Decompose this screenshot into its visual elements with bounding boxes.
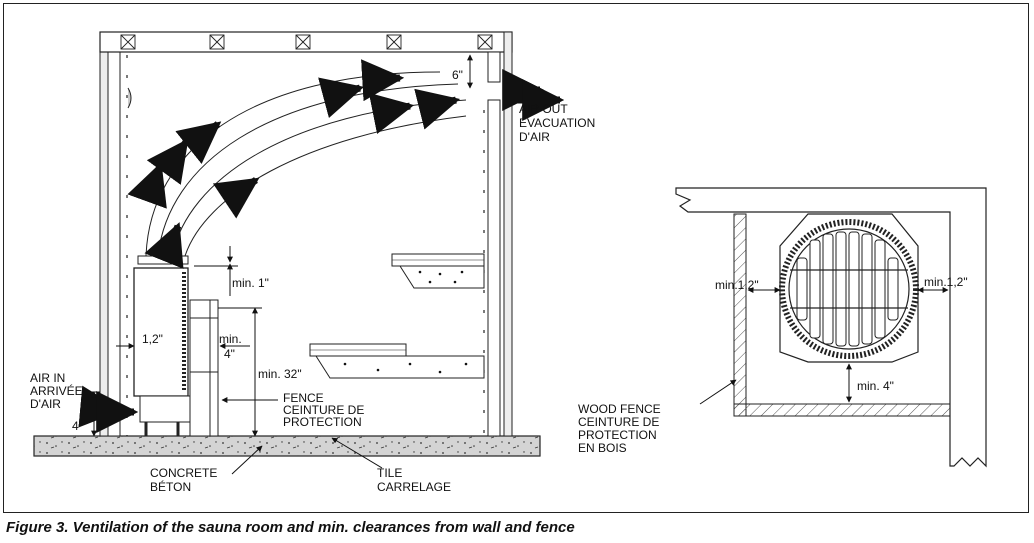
fence-gap-label-2: 4"	[224, 347, 235, 361]
air-in-label-3: D'AIR	[30, 397, 61, 411]
airflow-lines	[145, 71, 467, 257]
wood-fence-label-4: EN BOIS	[578, 441, 627, 455]
wood-fence-label-1: WOOD FENCE	[578, 402, 661, 416]
fence-gap-label-1: min.	[219, 332, 242, 346]
fence-label-3: PROTECTION	[283, 415, 362, 429]
air-out-label-2: ÉVACUATION	[519, 115, 595, 130]
lower-bench	[309, 343, 485, 379]
bottom-label: min. 4"	[857, 379, 894, 393]
tile-label-2: CARRELAGE	[377, 480, 451, 494]
air-out-label-1: AIR OUT	[519, 102, 568, 116]
fence	[189, 299, 219, 437]
heater-plan	[779, 213, 919, 363]
top-clearance-label: min. 1"	[232, 276, 269, 290]
airflow-arrows	[78, 59, 565, 433]
wood-fence-label-3: PROTECTION	[578, 428, 657, 442]
height-label: min. 32"	[258, 367, 302, 381]
plan-wood-fence-left	[733, 213, 747, 417]
right-wall	[503, 31, 513, 105]
side-gap-label: 1,2"	[142, 332, 163, 346]
air-out-label-3: D'AIR	[519, 130, 550, 144]
fence-label-2: CEINTURE DE	[283, 403, 364, 417]
left-side-label: min.1,2"	[715, 278, 759, 292]
left-wall	[99, 31, 109, 437]
figure-caption: Figure 3. Ventilation of the sauna room …	[6, 519, 575, 536]
air-in-label-1: AIR IN	[30, 371, 65, 385]
figure-frame	[3, 3, 1029, 513]
right-side-label: min.1,2"	[924, 275, 968, 289]
air-in-height-label: 4"	[72, 419, 83, 433]
plan-top-wall	[675, 187, 987, 468]
fence-label-1: FENCE	[283, 391, 324, 405]
plan-view: min.1,2" min.1,2" min. 4" WOOD FENCE CEI…	[578, 187, 987, 468]
concrete-label-2: BÉTON	[150, 479, 191, 494]
wood-fence-label-2: CEINTURE DE	[578, 415, 659, 429]
sauna-heater	[133, 255, 193, 436]
concrete-label-1: CONCRETE	[150, 466, 217, 480]
tile-label-1: TILE	[377, 466, 402, 480]
vent-gap-label: 6"	[452, 68, 463, 82]
plan-wood-fence-bottom	[733, 403, 951, 417]
air-in-label-2: ARRIVÉE	[30, 383, 83, 398]
sauna-room-section: 6" AIR OUT ÉVACUATION D'AIR min. 1" 1,2"…	[30, 31, 595, 494]
ventilation-diagram: 6" AIR OUT ÉVACUATION D'AIR min. 1" 1,2"…	[30, 31, 987, 494]
upper-bench	[391, 253, 485, 289]
